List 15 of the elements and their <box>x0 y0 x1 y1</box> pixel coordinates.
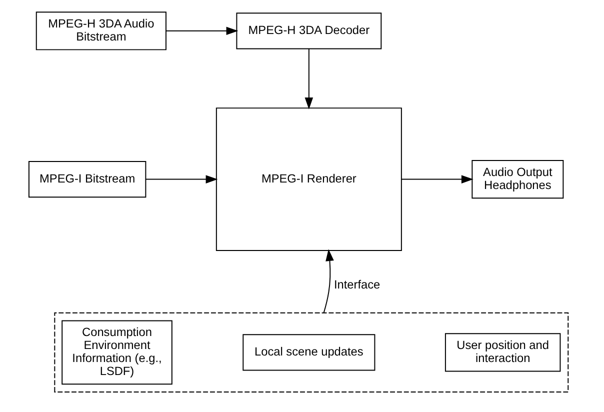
arrow <box>165 26 238 36</box>
node-box: Local scene updates <box>242 334 375 371</box>
arrow <box>322 249 334 314</box>
node-box: MPEG-H 3DA Decoder <box>236 12 382 50</box>
cluster <box>54 312 568 392</box>
arrow <box>144 175 218 184</box>
node-box: MPEG-H 3DA Audio Bitstream <box>35 12 166 50</box>
arrow <box>304 48 313 110</box>
arrow <box>400 175 473 184</box>
node-box: User position and interaction <box>444 333 560 372</box>
node-box: MPEG-I Bitstream <box>28 160 146 198</box>
node-box: Consumption Environment Information (e.g., LSDF) <box>61 320 172 385</box>
edge-label: Interface <box>333 278 380 292</box>
node-box: MPEG-I Renderer <box>215 108 402 252</box>
node-box: Audio Output Headphones <box>471 160 564 199</box>
